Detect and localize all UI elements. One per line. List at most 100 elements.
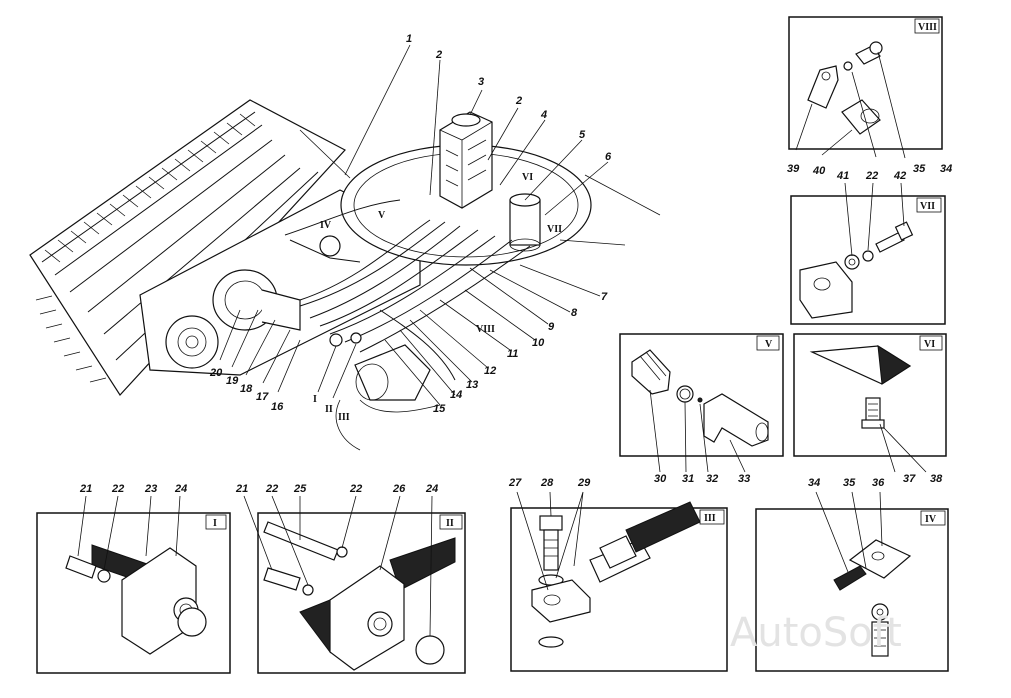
hydraulic-motor-left [212, 269, 301, 331]
callout-label: 12 [484, 365, 496, 377]
washer-part [871, 603, 889, 621]
callout-label: 2 [515, 95, 522, 107]
main-callouts: 1 2 3 2 4 5 6 7 8 9 10 11 12 13 14 15 16… [209, 33, 612, 415]
callout-label: 22 [865, 170, 878, 182]
callout-label: 32 [706, 473, 718, 485]
callout-label: 28 [540, 477, 554, 489]
callout-label: 23 [144, 483, 157, 495]
panel-VII: VII 41 22 42 [790, 170, 946, 325]
panel-title: VI [924, 339, 935, 350]
panel-VIII: VIII 39 40 35 34 [787, 16, 952, 177]
bolt-part [263, 567, 301, 591]
callout-label: 24 [174, 483, 187, 495]
clamp-part [833, 565, 867, 591]
bracket-part [799, 261, 853, 319]
panel-V: V 30 31 32 33 [619, 333, 784, 485]
callout-label: 19 [226, 375, 239, 387]
callout-label: 35 [913, 163, 926, 175]
panel-title: I [213, 518, 217, 529]
valve-block [439, 111, 493, 209]
panel-II: II 21 22 25 22 26 24 [235, 483, 466, 674]
hose-bundle [284, 199, 531, 381]
callout-label: 27 [508, 477, 522, 489]
callout-label: 21 [235, 483, 248, 495]
section-mark: VII [547, 224, 562, 235]
tee-fitting [703, 393, 769, 447]
callout-label: 25 [293, 483, 307, 495]
callout-label: 11 [507, 348, 518, 360]
bolt-part [875, 231, 905, 253]
spring-washer-part [862, 250, 874, 262]
callout-label: 22 [265, 483, 278, 495]
callout-label: 4 [540, 109, 547, 121]
panel-title: III [704, 513, 716, 524]
callout-label: 1 [406, 33, 412, 45]
callout-label: 14 [450, 389, 462, 401]
o-ring [697, 397, 703, 403]
callout-label: 22 [349, 483, 362, 495]
callout-label: 16 [271, 401, 284, 413]
bolt-part [263, 521, 339, 561]
section-mark: III [338, 412, 350, 423]
callout-label: 22 [111, 483, 124, 495]
callout-label: 37 [903, 473, 916, 485]
callout-label: 17 [256, 391, 269, 403]
callout-label: 35 [843, 477, 856, 489]
callout-label: 6 [605, 151, 612, 163]
gasket-part [415, 635, 445, 665]
marker-II-fitting [350, 332, 362, 344]
callout-label: 26 [392, 483, 406, 495]
callout-label: 8 [571, 307, 578, 319]
main-assembly-view: 1 2 3 2 4 5 6 7 8 9 10 11 12 13 14 15 16… [29, 33, 661, 451]
washer-part [97, 569, 111, 583]
callout-label: 41 [836, 170, 849, 182]
main-roman-marks: I II III IV V VI VII VIII [313, 172, 562, 423]
callout-label: 31 [682, 473, 694, 485]
gasket-part [177, 607, 207, 637]
bolt-part [65, 555, 97, 579]
callout-label: 3 [478, 76, 484, 88]
callout-label: 10 [532, 337, 545, 349]
section-mark: VI [522, 172, 533, 183]
panel-title: IV [925, 514, 937, 525]
callout-label: 21 [79, 483, 92, 495]
bolt-part [871, 621, 889, 657]
banjo-fitting [531, 579, 591, 623]
panel-IV: IV 34 35 36 [755, 477, 949, 672]
callout-label: 2 [435, 49, 442, 61]
marker-I-fitting [329, 333, 343, 347]
washer-part [843, 61, 853, 71]
hose-part [625, 501, 701, 553]
banjo-bolt [539, 515, 563, 531]
crawler-track [29, 99, 346, 396]
panel-title: II [446, 518, 454, 529]
leader-lines [219, 44, 609, 406]
section-mark: V [378, 210, 386, 221]
union-fitting [631, 349, 671, 395]
callout-label: 33 [738, 473, 750, 485]
callout-label: 42 [893, 170, 906, 182]
washer-part [538, 636, 564, 648]
panel-I: I 21 22 23 24 [36, 483, 231, 674]
callout-label: 34 [940, 163, 952, 175]
panel-VI: VI 37 38 [793, 333, 947, 485]
panel-title: VII [920, 201, 935, 212]
bracket-part [848, 539, 912, 579]
callout-label: 24 [425, 483, 438, 495]
panel-III: III 27 28 29 [508, 477, 728, 672]
callout-label: 36 [872, 477, 885, 489]
seal-ring [676, 385, 694, 403]
callout-label: 38 [930, 473, 943, 485]
callout-label: 20 [209, 367, 223, 379]
callout-label: 18 [240, 383, 253, 395]
callout-label: 30 [654, 473, 667, 485]
hydraulic-motor-right [354, 344, 431, 401]
section-mark: II [325, 404, 333, 415]
callout-label: 39 [787, 163, 800, 175]
callout-label: 40 [812, 165, 826, 177]
callout-label: 34 [808, 477, 820, 489]
callout-label: 13 [466, 379, 478, 391]
watermark-text: AutoSoft [730, 610, 902, 656]
panel-title: VIII [918, 22, 937, 33]
